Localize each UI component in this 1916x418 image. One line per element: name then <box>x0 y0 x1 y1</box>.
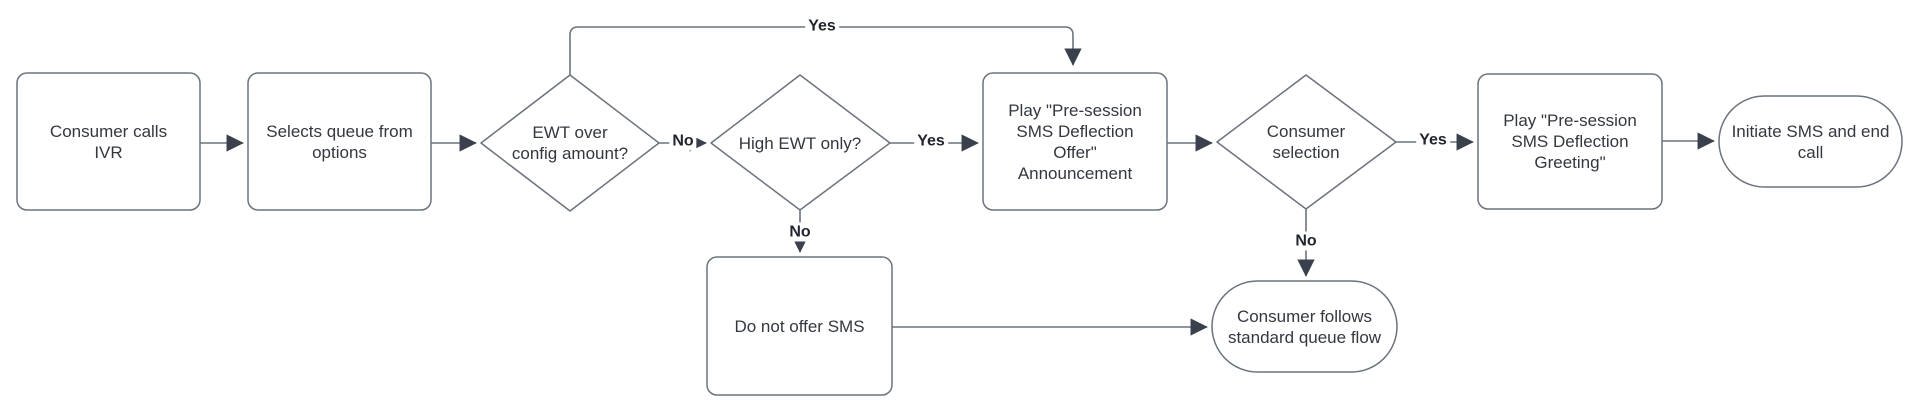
shape-do-not-offer-sms <box>706 256 893 396</box>
shape-high-ewt-only-diamond <box>710 74 891 211</box>
shape-consumer-calls-ivr <box>16 72 201 211</box>
shape-consumer-selection-diamond <box>1216 74 1397 210</box>
shape-standard-queue-flow <box>1211 280 1398 373</box>
shape-selects-queue <box>247 72 432 211</box>
shape-play-offer-announcement <box>982 72 1168 211</box>
shape-ewt-over-config-diamond <box>480 74 660 212</box>
shape-play-greeting <box>1477 73 1663 210</box>
shape-initiate-sms-end-call <box>1718 95 1903 188</box>
edge-ewt-yes-to-announcement <box>569 26 1082 75</box>
